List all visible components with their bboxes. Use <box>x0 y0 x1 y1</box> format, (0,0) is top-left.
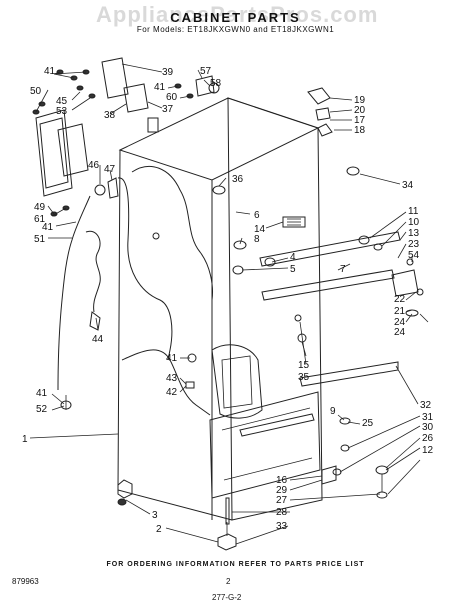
callout-11: 11 <box>408 206 419 217</box>
callout-15: 15 <box>298 360 310 371</box>
callout-33: 33 <box>276 521 288 532</box>
callout-57: 57 <box>200 66 212 77</box>
callout-27: 27 <box>276 495 288 506</box>
callout-24: 24 <box>394 327 406 338</box>
callout-17: 17 <box>354 115 366 126</box>
callout-26: 26 <box>422 433 434 444</box>
callout-50: 50 <box>30 86 42 97</box>
callout-14: 14 <box>254 224 266 235</box>
callout-45: 45 <box>56 96 68 107</box>
callout-2: 2 <box>156 524 162 535</box>
callout-18: 18 <box>354 125 366 136</box>
callout-47: 47 <box>104 164 116 175</box>
callout-46: 46 <box>88 160 100 171</box>
diagram-subtitle: For Models: ET18JKXGWN0 and ET18JKXGWN1 <box>136 25 335 34</box>
callout-41: 41 <box>154 82 166 93</box>
callout-1: 1 <box>22 434 28 445</box>
callout-61: 61 <box>34 214 46 225</box>
callout-20: 20 <box>354 105 366 116</box>
callout-28: 28 <box>276 507 288 518</box>
callout-36: 36 <box>232 174 244 185</box>
callout-7: 7 <box>340 264 346 275</box>
callout-37: 37 <box>162 104 174 115</box>
callout-41: 41 <box>42 222 54 233</box>
cabinet-body <box>117 97 401 551</box>
callout-34: 34 <box>402 180 414 191</box>
upper-right-parts <box>307 87 424 499</box>
callout-58: 58 <box>210 78 222 89</box>
callout-35: 35 <box>298 372 310 383</box>
callout-53: 53 <box>56 106 68 117</box>
callout-60: 60 <box>166 92 178 103</box>
callout-9: 9 <box>330 406 336 417</box>
callout-38: 38 <box>104 110 116 121</box>
callout-19: 19 <box>354 95 366 106</box>
diagram-title: CABINET PARTS <box>170 10 301 25</box>
callout-52: 52 <box>36 404 48 415</box>
leader-lines <box>29 63 429 545</box>
callout-10: 10 <box>408 217 420 228</box>
page-number: 2 <box>226 577 231 586</box>
callout-13: 13 <box>408 228 420 239</box>
callout-42: 42 <box>166 387 178 398</box>
callout-41: 41 <box>44 66 56 77</box>
callout-31: 31 <box>422 412 434 423</box>
callout-30: 30 <box>422 422 434 433</box>
callout-43: 43 <box>166 373 178 384</box>
callout-29: 29 <box>276 485 288 496</box>
callout-54: 54 <box>408 250 420 261</box>
callout-51: 51 <box>34 234 46 245</box>
callout-41: 41 <box>36 388 48 399</box>
callout-5: 5 <box>290 264 296 275</box>
callout-39: 39 <box>162 67 174 78</box>
ordering-note: FOR ORDERING INFORMATION REFER TO PARTS … <box>106 561 365 568</box>
callout-16: 16 <box>276 475 288 486</box>
callout-4: 4 <box>290 252 296 263</box>
callout-12: 12 <box>422 445 434 456</box>
callout-labels: 41 39 57 58 50 45 53 41 60 38 37 19 20 1… <box>22 66 434 535</box>
callout-44: 44 <box>92 334 104 345</box>
callout-25: 25 <box>362 418 374 429</box>
callout-8: 8 <box>254 234 260 245</box>
callout-3: 3 <box>152 510 158 521</box>
callout-21: 21 <box>394 306 406 317</box>
callout-6: 6 <box>254 210 260 221</box>
callout-22: 22 <box>394 294 406 305</box>
callout-32: 32 <box>420 400 432 411</box>
revision-code: 277-G-2 <box>212 593 242 602</box>
document-number: 879963 <box>12 577 39 586</box>
callout-41: 41 <box>166 353 178 364</box>
callout-23: 23 <box>408 239 420 250</box>
callout-49: 49 <box>34 202 46 213</box>
callout-24: 24 <box>394 317 406 328</box>
watermark: AppliancePartsPros.com <box>96 2 379 27</box>
